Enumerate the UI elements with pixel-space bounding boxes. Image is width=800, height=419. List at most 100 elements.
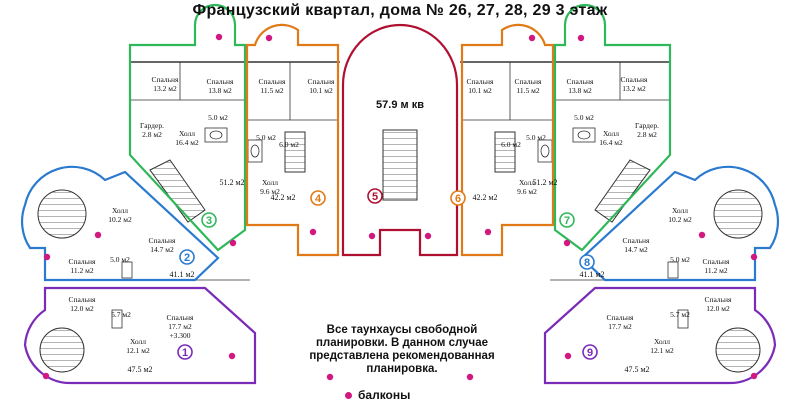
- unit-total-area: 47.5 м2: [624, 365, 649, 374]
- room-label: Гардер.2.8 м2: [140, 121, 164, 139]
- unit-total-area: 41.1 м2: [579, 270, 604, 279]
- unit-number: 5: [372, 191, 378, 203]
- unit-total-area: 42.2 м2: [472, 193, 497, 202]
- unit-number: 2: [184, 252, 190, 264]
- room-label: 5.7 м2: [111, 310, 131, 319]
- balcony-dot: [750, 372, 758, 380]
- balcony-dot: [42, 372, 50, 380]
- room-label: 5.0 м2: [256, 133, 276, 142]
- balcony-dot: [564, 352, 572, 360]
- unit-total-area: 47.5 м2: [127, 365, 152, 374]
- unit-4-outline: [245, 23, 340, 257]
- legend: балконы: [345, 388, 410, 402]
- balcony-dot: [528, 34, 536, 42]
- unit-number: 3: [206, 215, 212, 227]
- balcony-dot: [215, 33, 223, 41]
- balcony-dot: [563, 239, 571, 247]
- unit-number: 1: [182, 347, 188, 359]
- room-label: 5.0 м2: [110, 255, 130, 264]
- unit-total-area: 51.2 м2: [219, 178, 244, 187]
- stairs: [37, 129, 763, 373]
- unit-number: 6: [455, 193, 461, 205]
- balcony-dot: [228, 352, 236, 360]
- unit-5-outline: [341, 23, 459, 257]
- unit-total-area: 42.2 м2: [270, 193, 295, 202]
- unit-total-area: 41.1 м2: [169, 270, 194, 279]
- unit-1-badge: [177, 344, 193, 360]
- balcony-dot: [229, 239, 237, 247]
- balcony-dot: [94, 231, 102, 239]
- room-label: Гардер.2.8 м2: [635, 121, 659, 139]
- planning-note: Все таунхаусы свободной планировки. В да…: [262, 324, 542, 376]
- planning-note-line: планировки. В данном случае: [315, 337, 489, 349]
- balcony-dot: [326, 373, 334, 381]
- room-label: 6.0 м2: [279, 140, 299, 149]
- unit-7-badge: [559, 212, 575, 228]
- planning-note-line: планировка.: [366, 363, 438, 375]
- unit-4-badge: [310, 190, 326, 206]
- unit-1-outline: [23, 286, 257, 385]
- room-label: 5.0 м2: [526, 133, 546, 142]
- room-label: 5.0 м2: [670, 255, 690, 264]
- planning-note-line: представлена рекомендованная: [309, 350, 495, 362]
- unit-total-area: 51.2 м2: [532, 178, 557, 187]
- balcony-dot-icon: [345, 392, 352, 400]
- balcony-dot: [309, 228, 317, 236]
- balcony-dot: [265, 34, 273, 42]
- unit-9-outline: [543, 286, 777, 385]
- room-label: 5.7 м2: [670, 310, 690, 319]
- unit-number: 8: [584, 257, 590, 269]
- planning-note-line: Все таунхаусы свободной: [326, 324, 478, 336]
- unit-6-outline: [460, 23, 555, 257]
- balcony-dot: [750, 253, 758, 261]
- balcony-dot: [484, 228, 492, 236]
- room-label: 6.0 м2: [501, 140, 521, 149]
- balcony-dot: [577, 34, 585, 42]
- balcony-dot: [424, 232, 432, 240]
- central-unit-area: 57.9 м кв: [376, 99, 424, 111]
- balcony-dot: [466, 373, 474, 381]
- balcony-dot: [43, 253, 51, 261]
- unit-3-outline: [128, 3, 247, 252]
- unit-number: 7: [564, 215, 570, 227]
- unit-8-badge: [579, 254, 595, 270]
- unit-number: 4: [315, 193, 322, 205]
- unit-8-outline: [580, 165, 780, 282]
- unit-9-badge: [582, 344, 598, 360]
- balcony-dot: [698, 231, 706, 239]
- unit-2-badge: [179, 249, 195, 265]
- legend-label: балконы: [358, 388, 411, 402]
- unit-3-badge: [201, 212, 217, 228]
- page-title: Французский квартал, дома № 26, 27, 28, …: [192, 2, 608, 19]
- unit-6-badge: [450, 190, 466, 206]
- unit-7-outline: [553, 3, 672, 252]
- room-label: 5.0 м2: [574, 113, 594, 122]
- room-label: 5.0 м2: [208, 113, 228, 122]
- bath-fixtures: [111, 127, 689, 329]
- unit-number: 9: [587, 347, 593, 359]
- unit-5-badge: [367, 188, 383, 204]
